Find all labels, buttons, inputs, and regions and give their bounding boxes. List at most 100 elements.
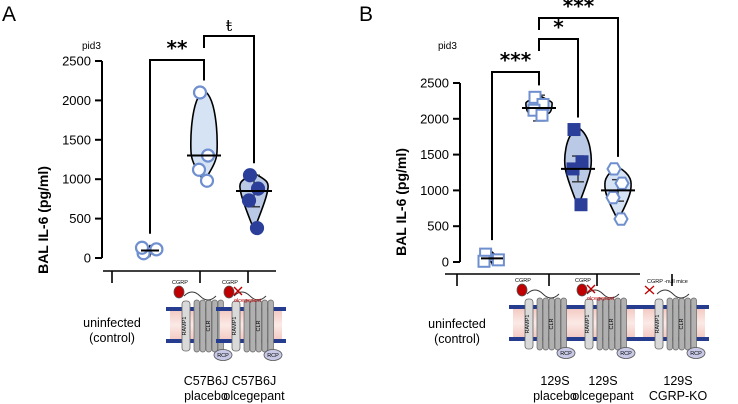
data-point-circle [242, 168, 258, 183]
panel-a-significance: **ŧ [149, 16, 255, 234]
category-label-line2: CGRP-KO [649, 389, 708, 403]
rcp-label: RCP [267, 353, 279, 359]
y-tick-label: 1000 [420, 183, 449, 198]
data-point-circle [241, 193, 257, 208]
extracellular-loop [233, 291, 267, 301]
panel-b-category-axis: uninfected(control)129Splacebo129Solcege… [428, 273, 708, 403]
clr-helix [614, 297, 621, 351]
clr-helix [536, 297, 543, 351]
category-label-line1: 129S [540, 374, 569, 388]
clr-helix [596, 297, 603, 351]
y-tick-label: 500 [69, 211, 91, 226]
ramp1-helix [584, 298, 594, 350]
significance-label: *** [500, 48, 532, 72]
data-point-hexagon [613, 212, 629, 226]
significance-label: ŧ [226, 16, 233, 35]
clr-helix [267, 299, 274, 353]
clr-helix [199, 299, 206, 353]
cgrp-label: CGRP [575, 278, 591, 284]
antagonist-label: olcegepant [587, 296, 614, 302]
category-label-line2: (control) [89, 331, 135, 345]
category-label-line2: placebo [533, 389, 577, 403]
antagonist-cross [586, 284, 596, 294]
clr-helix [261, 299, 268, 353]
category-label-line2: (control) [434, 332, 480, 346]
rcp-ellipse [263, 349, 283, 361]
clr-helix [243, 299, 250, 353]
clr-helix [690, 297, 697, 351]
data-point-square [491, 253, 505, 267]
cgrp-ligand [516, 283, 528, 297]
y-tick-label: 2500 [62, 54, 91, 69]
significance-bracket [149, 59, 205, 234]
category-label-line2: olcegepant [572, 389, 634, 403]
clr-helix [554, 297, 561, 351]
rcp-label: RCP [560, 351, 572, 357]
ramp1-helix [524, 298, 534, 350]
category-label-line1: uninfected [428, 317, 486, 331]
ramp1-label: RAMP1 [585, 315, 591, 334]
panel-b-violins [483, 94, 632, 266]
clr-helix [193, 299, 200, 353]
clr-helix [620, 297, 627, 351]
clr-helix [672, 297, 679, 351]
y-tick-label: 2500 [420, 76, 449, 91]
category-label-line1: uninfected [83, 316, 141, 330]
data-point-circle [192, 85, 208, 100]
y-tick-label: 0 [84, 251, 91, 266]
extracellular-loop [526, 289, 560, 299]
clr-helix [542, 297, 549, 351]
rcp-ellipse [686, 347, 706, 359]
significance-bracket [538, 17, 619, 157]
y-tick-label: 500 [427, 219, 449, 234]
rcp-label: RCP [217, 353, 229, 359]
ramp1-helix [181, 300, 191, 352]
panel-b-y-axis-label: BAL IL-6 (pg/ml) [393, 148, 409, 256]
ramp1-label: RAMP1 [655, 315, 661, 334]
receptor-diagram: RAMP1 CLR RCP CGRP olcegepant [569, 278, 639, 359]
panel-b-letter: B [359, 3, 373, 26]
ramp1-helix [231, 300, 241, 352]
cgrp-label: CGRP [172, 280, 188, 286]
panel-b-data-points [477, 90, 635, 268]
y-tick-label: 1500 [62, 132, 91, 147]
data-point-square [575, 155, 589, 169]
rcp-ellipse [556, 347, 576, 359]
clr-label: CLR [609, 318, 615, 329]
panel-a-category-axis: uninfected(control)C57B6JplaceboC57B6Jol… [83, 270, 285, 403]
panel-b-significance: ******* [491, 0, 619, 241]
clr-label: CLR [549, 318, 555, 329]
extracellular-loop [183, 291, 217, 301]
antagonist-cross [233, 286, 243, 296]
cgrp-ligand [223, 285, 235, 299]
significance-bracket [538, 38, 579, 118]
data-point-hexagon [605, 190, 621, 205]
rcp-label: RCP [620, 351, 632, 357]
category-label-line2: placebo [184, 389, 228, 403]
category-label-line2: olcegepant [223, 389, 285, 403]
clr-helix [560, 297, 567, 351]
ramp1-helix [654, 298, 664, 350]
rcp-ellipse [213, 349, 233, 361]
antagonist-label: olcegepant [234, 298, 261, 304]
significance-bracket [203, 35, 255, 164]
significance-label: *** [563, 0, 595, 18]
cgrp-ligand [173, 285, 185, 299]
data-point-circle [199, 173, 215, 188]
y-tick-label: 1000 [62, 172, 91, 187]
data-point-circle [191, 162, 207, 177]
data-point-hexagon [614, 176, 630, 190]
panel-a-letter: A [2, 3, 16, 26]
knockout-cross [644, 285, 655, 295]
data-point-square [535, 108, 549, 122]
category-label-line1: C57B6J [184, 374, 228, 388]
y-tick-label: 1500 [420, 147, 449, 162]
panel-b-timepoint: pid3 [438, 41, 457, 52]
data-point-hexagon [606, 162, 622, 176]
